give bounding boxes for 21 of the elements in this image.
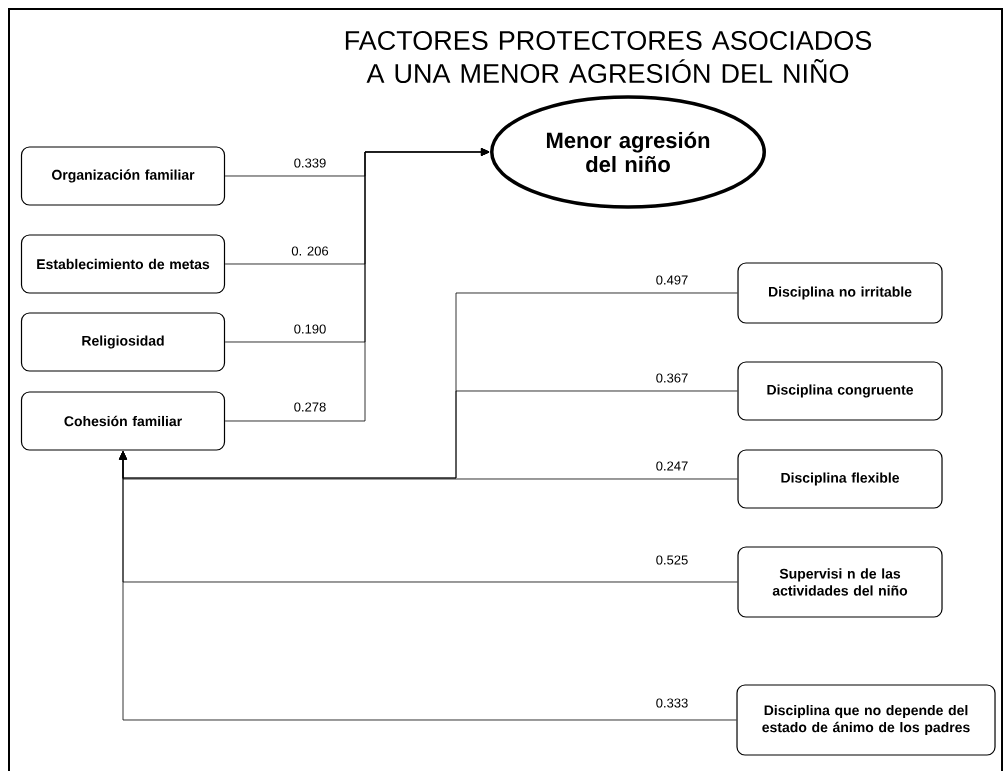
factor-box: Cohesión familiar [20, 391, 226, 451]
edge-label: 0.339 [292, 157, 328, 169]
edge-label: 0.333 [654, 697, 690, 709]
edge-label: 0.190 [292, 323, 328, 335]
factor-box: Disciplina flexible [737, 449, 943, 509]
factor-box: Supervisi n de las actividades del niño [737, 546, 943, 618]
edge-label: 0.525 [654, 554, 690, 566]
factor-box: Organización familiar [20, 146, 226, 206]
factor-box: Religiosidad [20, 312, 226, 372]
edge-label: 0.367 [654, 372, 690, 384]
factor-box: Disciplina congruente [737, 361, 943, 421]
edge-label: 0.278 [292, 401, 328, 413]
edge-label: 0.247 [654, 460, 690, 472]
factor-box: Disciplina no irritable [737, 262, 943, 324]
factor-box: Establecimiento de metas [20, 234, 226, 294]
connector-arrow [119, 451, 737, 721]
connector-arrow [224, 148, 490, 422]
title: FACTORES PROTECTORES ASOCIADOS A UNA MENOR AGRESIÓN DEL NIÑO [345, 30, 872, 84]
factor-box: Disciplina que no depende del estado de ánimo de los padres [736, 684, 996, 756]
edge-label: 0. 206 [290, 245, 330, 257]
edge-label: 0.497 [654, 274, 690, 286]
